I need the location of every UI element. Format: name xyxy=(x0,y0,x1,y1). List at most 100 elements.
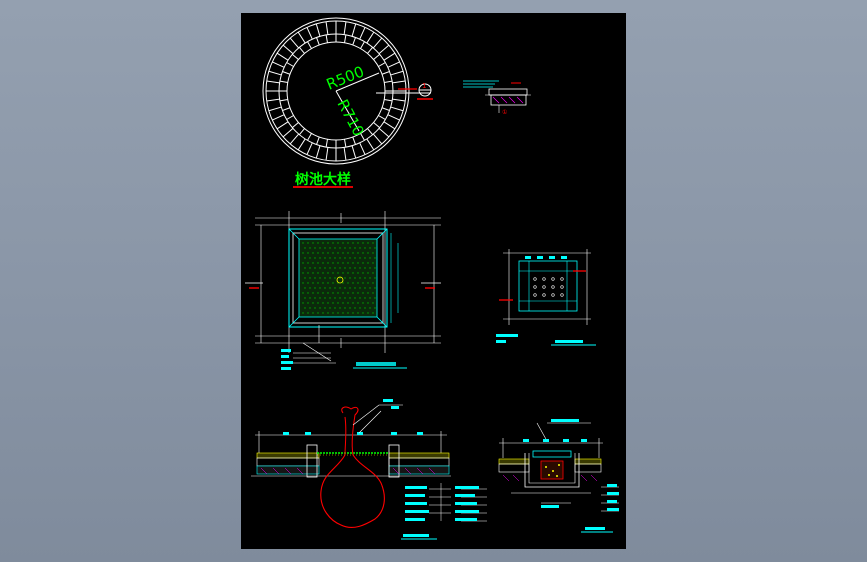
grate-hole xyxy=(307,292,309,294)
brick-joint xyxy=(378,62,386,67)
grate-hole xyxy=(357,242,359,244)
grate-hole xyxy=(337,242,339,244)
grate-hole xyxy=(533,285,537,289)
grate-hole xyxy=(312,312,314,314)
grate-hole xyxy=(362,312,364,314)
brick-joint xyxy=(268,106,282,112)
grate-hole xyxy=(324,247,326,249)
brick-joint xyxy=(307,133,312,141)
grate-hole xyxy=(362,272,364,274)
grate-hole xyxy=(357,272,359,274)
grate-hole xyxy=(312,272,314,274)
grate-hole xyxy=(309,277,311,279)
brick-joint xyxy=(366,138,375,151)
grate-hole xyxy=(347,312,349,314)
grate-hole xyxy=(354,267,356,269)
grate-hole xyxy=(307,242,309,244)
grate-hole xyxy=(309,267,311,269)
brick-joint xyxy=(306,142,313,155)
grate-hole xyxy=(317,272,319,274)
grate-hole xyxy=(327,242,329,244)
brick-joint xyxy=(387,114,400,121)
grate-hole xyxy=(309,247,311,249)
brick-joint xyxy=(367,128,374,135)
grate-hole xyxy=(307,272,309,274)
grate-hole xyxy=(324,297,326,299)
brick-joint xyxy=(378,115,386,120)
grate-hole xyxy=(302,252,304,254)
grate-hole xyxy=(357,282,359,284)
grate-hole xyxy=(317,302,319,304)
grate-hole xyxy=(344,257,346,259)
grate-hole xyxy=(359,287,361,289)
grate-plan-small xyxy=(496,249,596,346)
grate-hole xyxy=(332,252,334,254)
grate-hole xyxy=(357,312,359,314)
brick-joint xyxy=(279,80,288,83)
grate-hole xyxy=(337,272,339,274)
brick-joint xyxy=(306,27,313,40)
brick-joint xyxy=(383,121,396,130)
brick-joint xyxy=(359,27,366,40)
grate-hole xyxy=(302,302,304,304)
brick-joint xyxy=(307,41,312,49)
brick-joint xyxy=(286,62,294,67)
grate-hole xyxy=(362,262,364,264)
grate-hole xyxy=(312,292,314,294)
grate-hole xyxy=(372,242,374,244)
grate-hole xyxy=(357,292,359,294)
grate-hole xyxy=(312,252,314,254)
grate-hole xyxy=(304,277,306,279)
grate-hole xyxy=(302,272,304,274)
grate-hole xyxy=(307,302,309,304)
grate-hole xyxy=(304,297,306,299)
brick-joint xyxy=(289,37,300,49)
grate-hole xyxy=(317,282,319,284)
brick-joint xyxy=(325,21,329,35)
grate-hole xyxy=(349,267,351,269)
grate-hole xyxy=(307,282,309,284)
grate-hole xyxy=(369,287,371,289)
grate-hole xyxy=(347,292,349,294)
brick-joint xyxy=(297,31,306,44)
brick-joint xyxy=(298,128,305,135)
grate-hole xyxy=(307,252,309,254)
tree-pit-section xyxy=(251,399,487,540)
grate-hole xyxy=(342,272,344,274)
radius-label-inner: R500 xyxy=(324,62,367,93)
grate-hole xyxy=(322,292,324,294)
grate-hole xyxy=(372,282,374,284)
grate-hole xyxy=(332,302,334,304)
brick-joint xyxy=(359,142,366,155)
grate-hole xyxy=(352,262,354,264)
grate-hole xyxy=(327,312,329,314)
brick-joint xyxy=(298,47,305,54)
grate-hole xyxy=(349,307,351,309)
grate-hole xyxy=(359,247,361,249)
grate-hole xyxy=(327,272,329,274)
grate-hole xyxy=(332,312,334,314)
grate-hole xyxy=(339,257,341,259)
grate-hole xyxy=(374,247,376,249)
grate-hole xyxy=(533,293,537,297)
brick-joint xyxy=(325,34,328,43)
grate-hole xyxy=(342,312,344,314)
grate-hole xyxy=(560,277,564,281)
grate-hole xyxy=(304,257,306,259)
brick-joint xyxy=(282,44,294,55)
grate-hole xyxy=(367,272,369,274)
grate-hole xyxy=(367,252,369,254)
grate-hole xyxy=(369,277,371,279)
grate-hole xyxy=(359,307,361,309)
grate-hole xyxy=(372,252,374,254)
grate-hole xyxy=(349,297,351,299)
brick-joint xyxy=(387,61,400,68)
brick-joint xyxy=(381,71,390,75)
grate-hole xyxy=(357,302,359,304)
grate-hole xyxy=(347,252,349,254)
brick-joint xyxy=(390,70,404,76)
drawing-sheet[interactable]: R500 R710 1 xyxy=(241,13,626,549)
grate-hole xyxy=(304,267,306,269)
grate-hole xyxy=(339,297,341,299)
